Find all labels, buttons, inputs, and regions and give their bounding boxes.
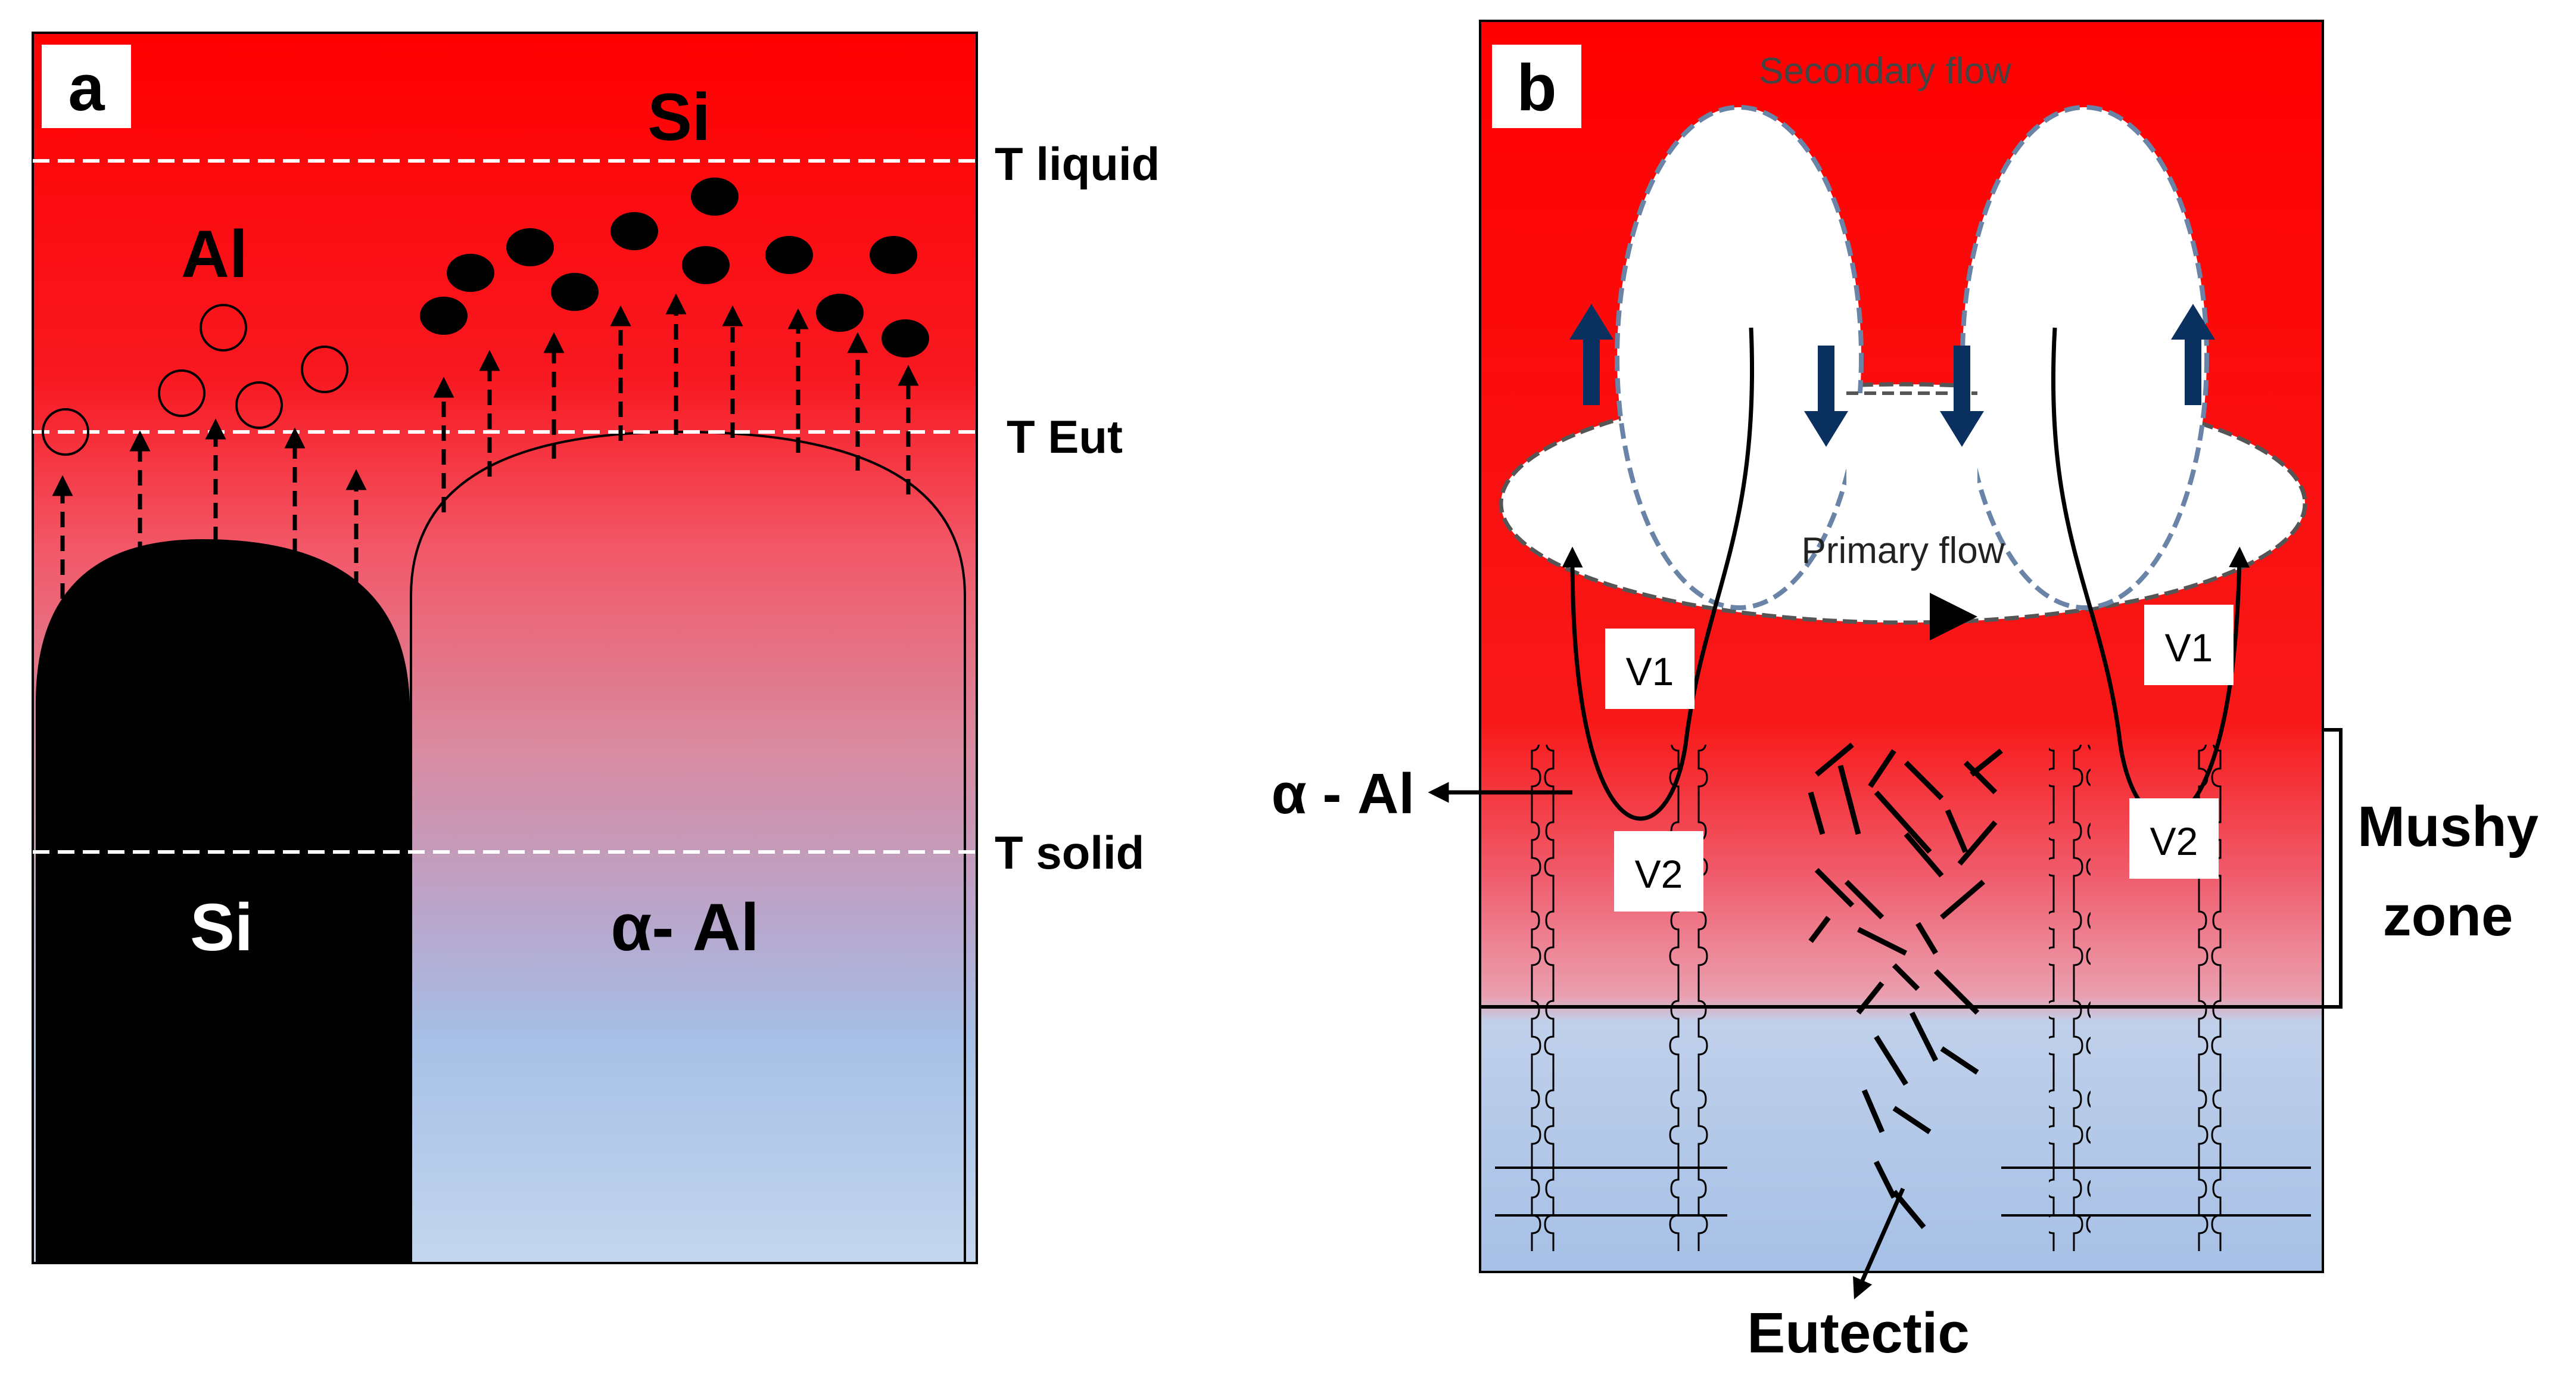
alpha-al-solid-phase (410, 430, 966, 1264)
eutectic-pointer (1853, 1187, 1905, 1300)
secondary-flow-label: Secondary flow (1759, 51, 2011, 92)
flow-loop-right (2051, 327, 2250, 821)
t-eut-label: T Eut (1007, 410, 1123, 463)
melt-label-si: Si (647, 80, 711, 154)
panel-a-badge-box (42, 45, 131, 128)
v1-right-label: V1 (2165, 626, 2213, 670)
mushy-zone-bracket (2323, 728, 2343, 1009)
velocity-labels: V1 V1 V2 V2 (1605, 605, 2234, 912)
solid-label-si: Si (190, 890, 253, 965)
si-solid-phase (36, 539, 410, 1263)
alpha-al-annotation: α - Al (1272, 762, 1415, 826)
si-solute-atoms (420, 178, 929, 357)
mushy-zone-label-1: Mushy (2357, 795, 2538, 859)
panel-a-badge: a (68, 51, 105, 125)
solid-label-alpha-al: α- Al (610, 890, 759, 965)
eutectic-label: Eutectic (1747, 1301, 1969, 1365)
al-solute-atoms (42, 304, 348, 456)
flow-loop-left (1562, 327, 1755, 821)
panel-b: Secondary flow Primary flow V1 V1 V2 V2 … (1272, 20, 2538, 1365)
diffusion-arrows (52, 293, 919, 599)
secondary-flow-left (1615, 105, 1864, 610)
v2-right-label: V2 (2150, 819, 2198, 863)
primary-flow-label: Primary flow (1801, 530, 2004, 571)
panel-a: a Al Si Si α- Al T liquid T Eut T solid (32, 32, 1160, 1264)
v1-left-label: V1 (1626, 649, 1674, 693)
t-solid-label: T solid (995, 826, 1144, 879)
v2-left-label: V2 (1635, 852, 1683, 896)
panel-b-badge: b (1516, 51, 1556, 125)
mushy-zone-label-2: zone (2383, 884, 2513, 948)
secondary-flow-arrows (1569, 304, 2215, 447)
t-liquid-label: T liquid (995, 138, 1160, 190)
melt-label-al: Al (181, 217, 248, 291)
panel-b-badge-box (1492, 45, 1581, 128)
eutectic-needles (1808, 742, 2003, 1229)
primary-flow-arrowhead (1930, 593, 1977, 640)
